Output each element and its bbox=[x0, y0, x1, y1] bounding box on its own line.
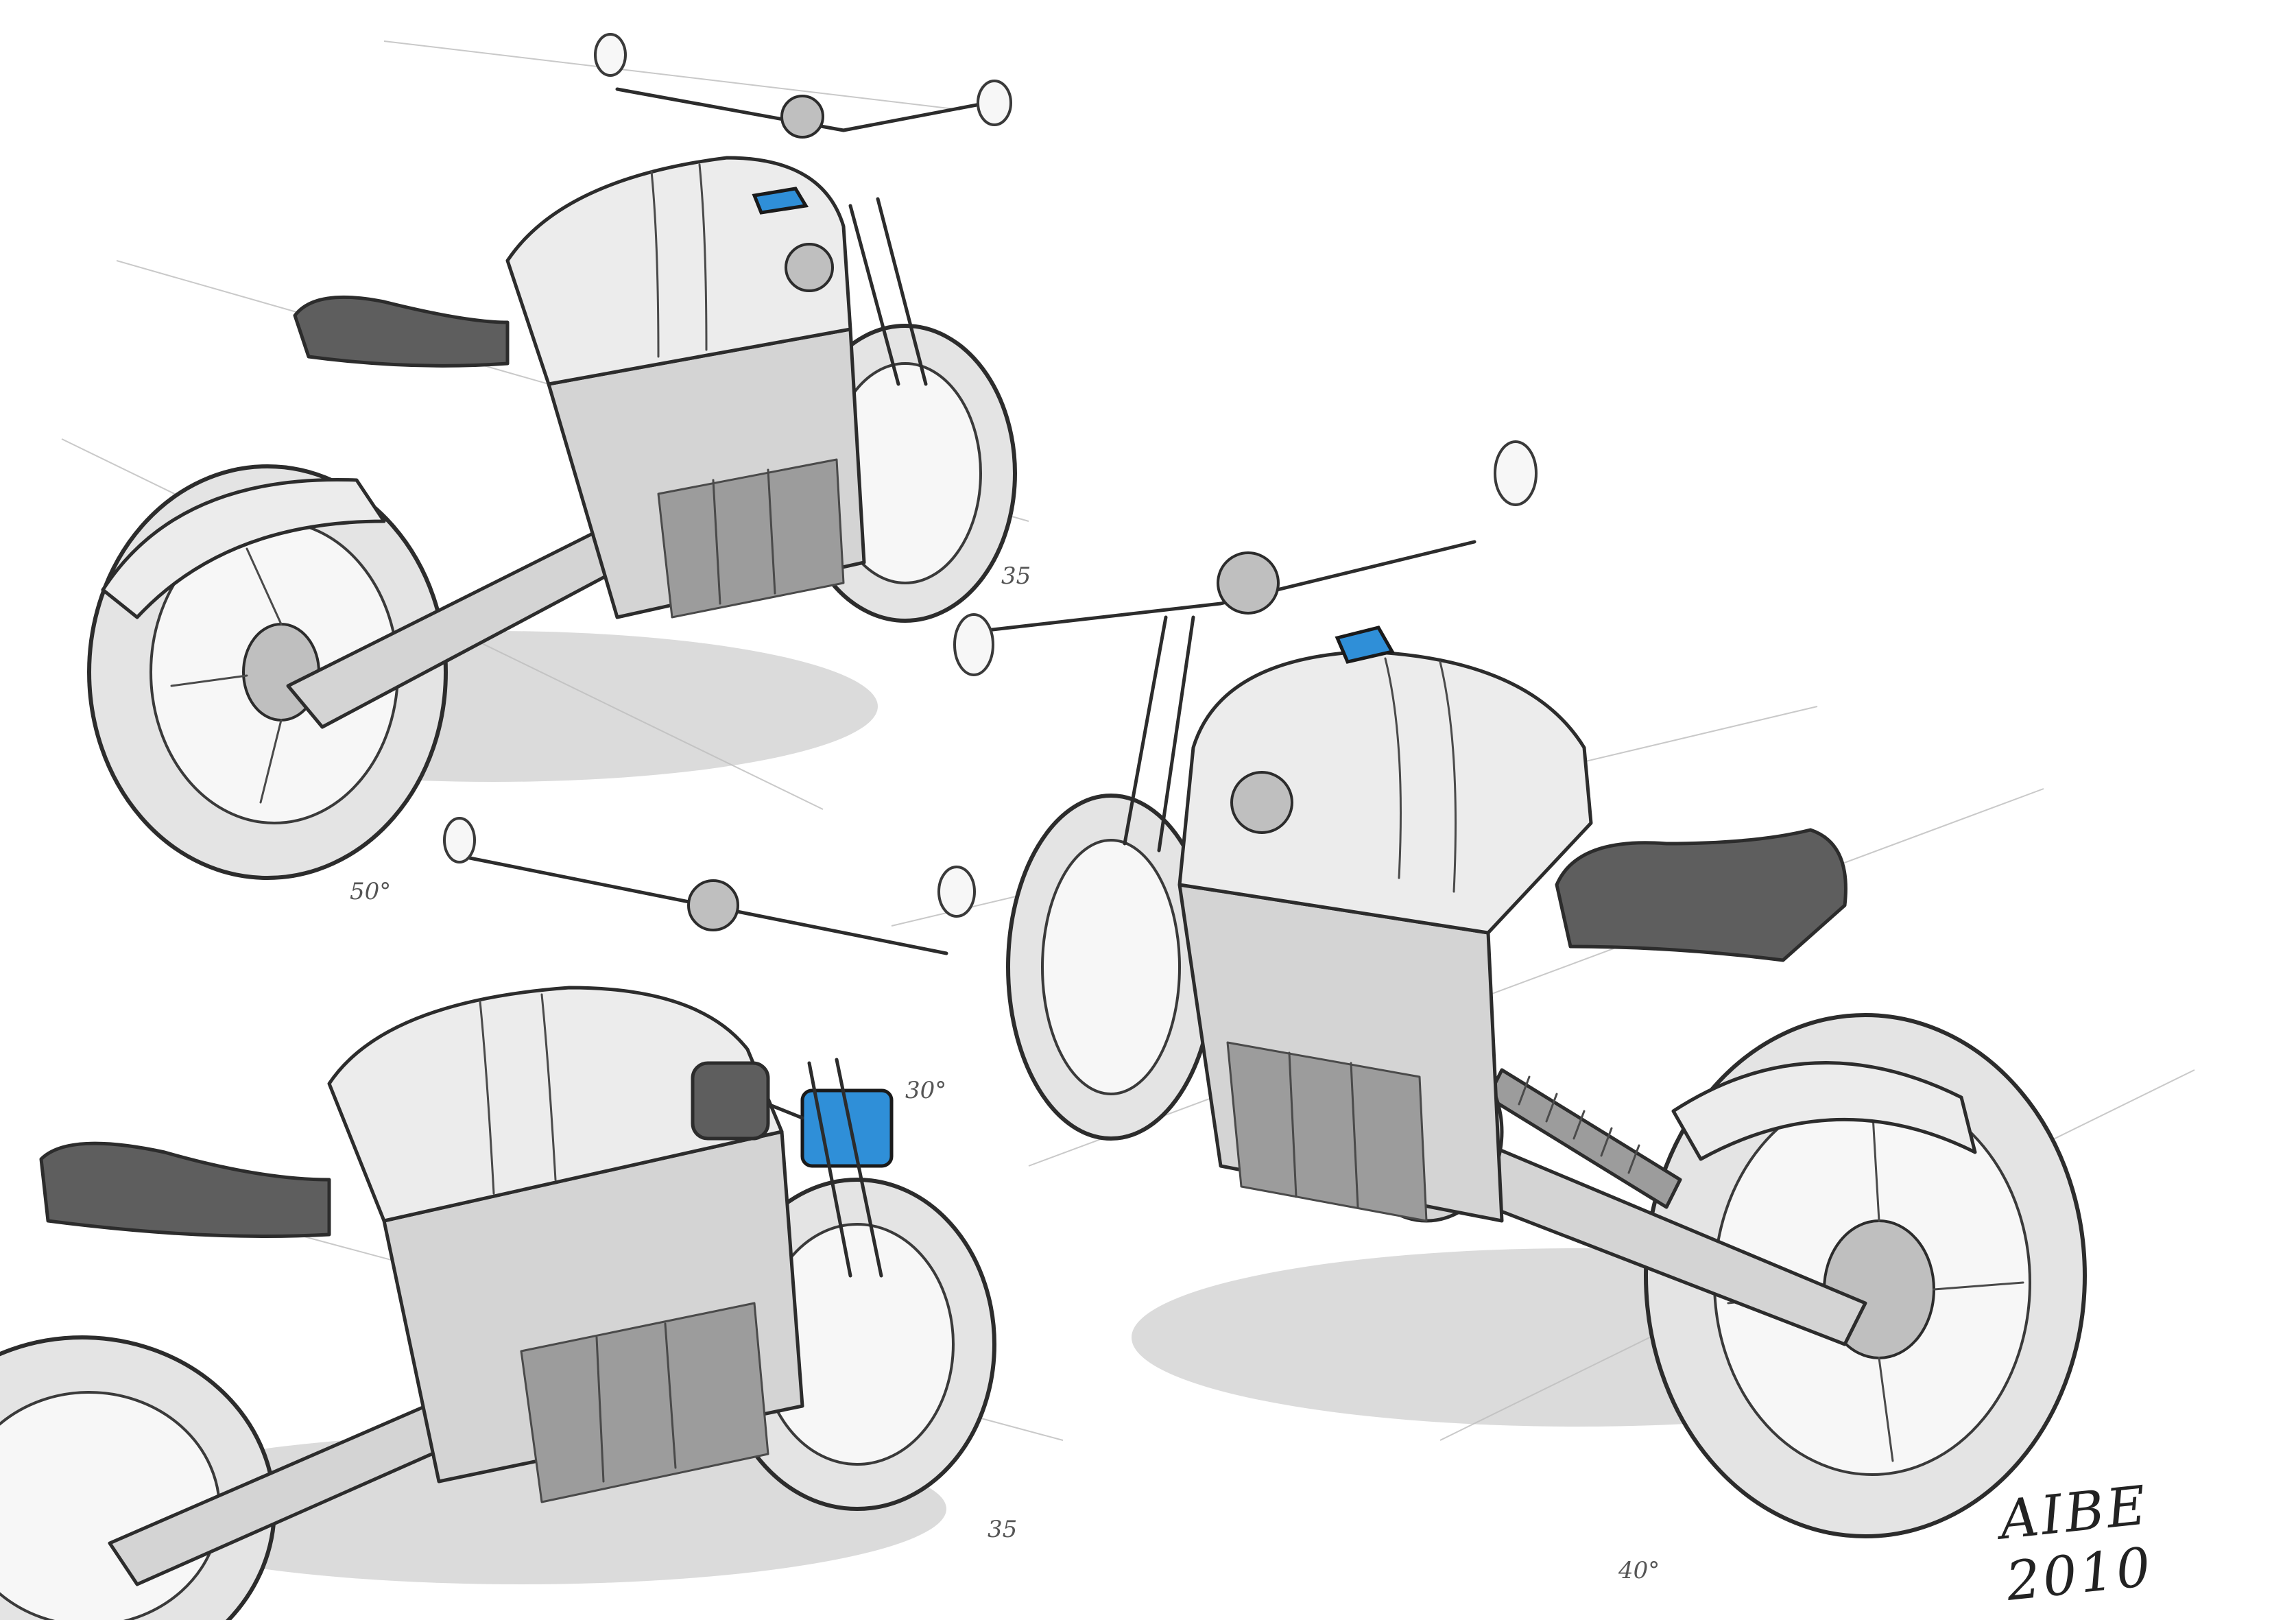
motorcycle-sketch-bottom-left bbox=[0, 817, 996, 1620]
angle-annotation: 40° bbox=[1618, 1557, 1660, 1584]
angle-annotation: 35 bbox=[988, 1516, 1018, 1543]
motorcycle-sketch-top-left bbox=[87, 33, 1017, 880]
angle-annotation: 35 bbox=[1001, 562, 1031, 590]
angle-annotation: 50° bbox=[350, 878, 392, 905]
angle-annotation: 30° bbox=[905, 1077, 947, 1104]
motorcycle-sketch-right bbox=[953, 440, 2087, 1538]
